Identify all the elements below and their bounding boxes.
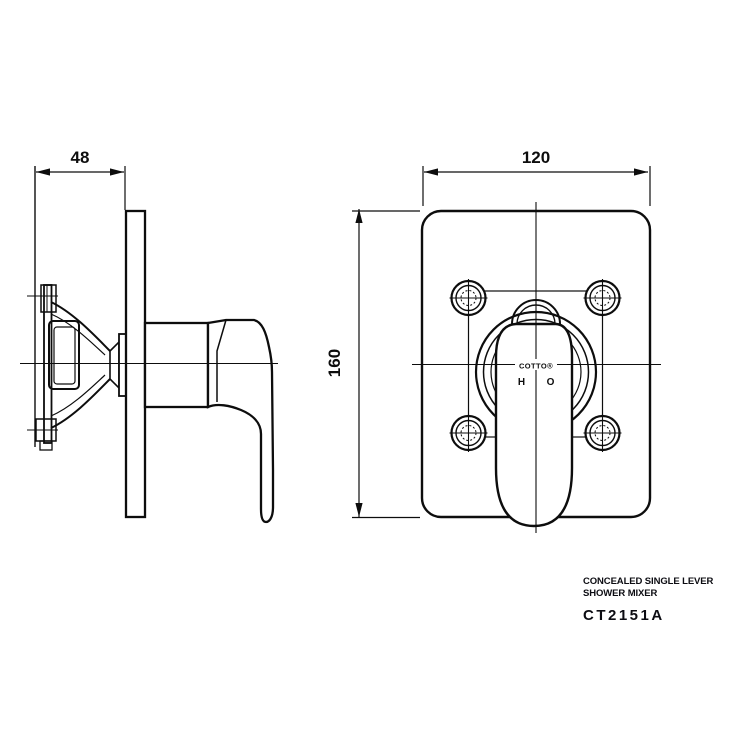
title-block: CONCEALED SINGLE LEVER SHOWER MIXER CT21… bbox=[583, 576, 713, 626]
product-name-line1: CONCEALED SINGLE LEVER bbox=[583, 576, 714, 587]
brand-logo: COTTO® bbox=[519, 362, 553, 371]
width-dimension-label: 120 bbox=[522, 148, 550, 167]
screw-top-left bbox=[449, 279, 488, 317]
product-name-line2: SHOWER MIXER bbox=[583, 588, 658, 600]
model-number: CT2151A bbox=[583, 607, 665, 625]
side-view bbox=[20, 166, 278, 524]
lever-crease-line bbox=[216, 319, 227, 402]
height-dimension-label: 160 bbox=[325, 349, 344, 377]
arrow-left-icon bbox=[36, 168, 50, 176]
lever-handle-front bbox=[494, 322, 574, 528]
front-view bbox=[352, 166, 661, 533]
arrow-up-icon bbox=[355, 209, 363, 223]
hot-marking: H bbox=[518, 377, 525, 388]
mounting-screws bbox=[449, 279, 622, 452]
screw-bottom-right bbox=[583, 414, 622, 452]
depth-dimension-label: 48 bbox=[71, 148, 90, 167]
screw-bottom-left bbox=[449, 414, 488, 452]
arrow-down-icon bbox=[355, 503, 363, 517]
screw-top-right bbox=[583, 279, 622, 317]
valve-flange bbox=[27, 284, 58, 451]
valve-body-bell bbox=[50, 301, 127, 429]
height-dimension bbox=[352, 209, 420, 519]
arrow-right-icon bbox=[634, 168, 648, 176]
arrow-left-icon bbox=[424, 168, 438, 176]
width-dimension bbox=[422, 166, 651, 206]
lever-handle-side bbox=[206, 318, 275, 524]
cartridge-housing bbox=[48, 320, 80, 390]
arrow-right-icon bbox=[110, 168, 124, 176]
depth-dimension bbox=[36, 166, 126, 210]
logo-backdrop bbox=[515, 359, 557, 370]
cold-marking: O bbox=[547, 377, 555, 388]
handle-hub-side bbox=[143, 321, 210, 409]
